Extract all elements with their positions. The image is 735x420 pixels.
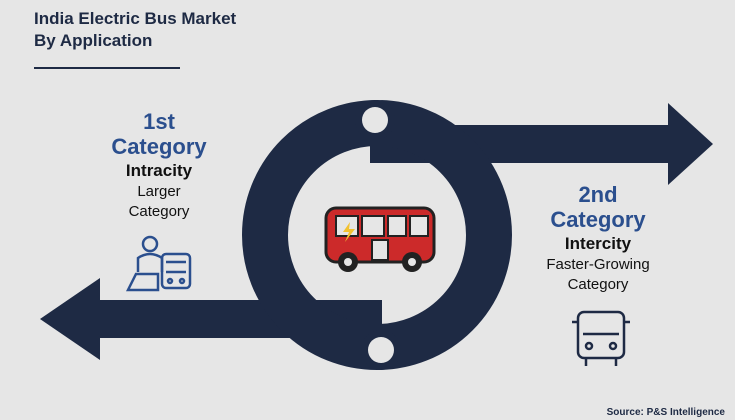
infographic-title: India Electric Bus Market By Application (34, 8, 236, 52)
bottom-node (361, 330, 401, 370)
first-category-block: 1st Category Intracity Larger Category (84, 110, 234, 222)
first-category-label: Category (111, 134, 207, 159)
second-category-name: Intercity (564, 234, 632, 253)
second-category-desc-2: Category (567, 276, 629, 293)
second-category-desc-1: Faster-Growing (546, 256, 650, 273)
source-credit: Source: P&S Intelligence (606, 407, 725, 418)
commuter-with-train-icon (125, 235, 192, 292)
electric-bus-icon (324, 206, 436, 272)
bus-front-icon (572, 310, 630, 366)
first-category-name: Intracity (125, 161, 193, 180)
second-category-label: Category (550, 207, 646, 232)
second-rank: 2nd (578, 182, 618, 207)
first-category-desc-2: Category (128, 203, 190, 220)
title-line-1: India Electric Bus Market (34, 9, 237, 28)
first-rank: 1st (143, 109, 175, 134)
title-line-2: By Application (34, 31, 153, 50)
second-category-block: 2nd Category Intercity Faster-Growing Ca… (518, 183, 678, 295)
first-category-desc-1: Larger (137, 183, 181, 200)
title-underline (34, 67, 180, 69)
top-node (355, 100, 395, 140)
